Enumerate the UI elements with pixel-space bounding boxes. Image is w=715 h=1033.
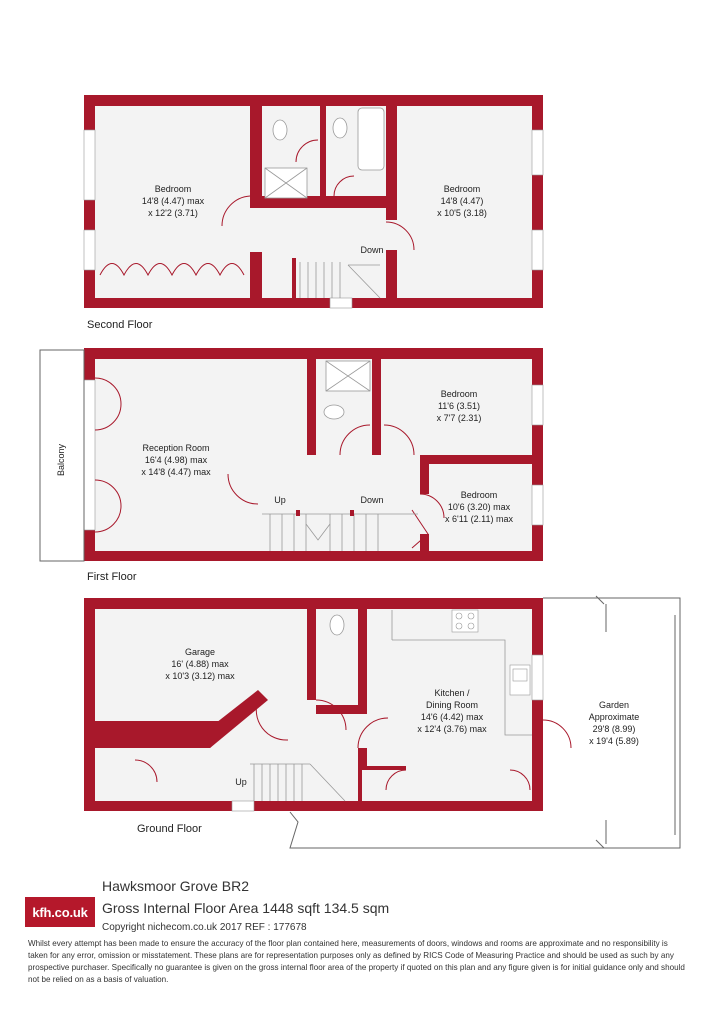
reception-room-name: Reception Room <box>142 443 209 453</box>
first-floor <box>39 348 544 562</box>
ground-stairs-up-label: Up <box>235 777 247 787</box>
floor-area: Gross Internal Floor Area 1448 sqft 134.… <box>102 900 390 916</box>
kitchen-name-2: Dining Room <box>426 700 478 710</box>
first-floor-label: First Floor <box>87 571 137 583</box>
first-bedroom-2-name: Bedroom <box>461 490 498 500</box>
ground-floor <box>84 595 681 849</box>
second-bedroom-1-dims2: x 12'2 (3.71) <box>148 208 198 218</box>
garage-dims1: 16' (4.88) max <box>171 659 229 669</box>
property-title: Hawksmoor Grove BR2 <box>102 878 250 894</box>
first-bedroom-1-dims2: x 7'7 (2.31) <box>437 413 482 423</box>
kitchen-dims2: x 12'4 (3.76) max <box>417 724 487 734</box>
ground-floor-label: Ground Floor <box>137 823 202 835</box>
second-bedroom-1-name: Bedroom <box>155 184 192 194</box>
first-stairs-down-label: Down <box>360 495 383 505</box>
kitchen-name: Kitchen / <box>434 688 470 698</box>
first-stairs-up-label: Up <box>274 495 286 505</box>
balcony-label: Balcony <box>56 443 66 476</box>
kitchen-dims1: 14'6 (4.42) max <box>421 712 484 722</box>
second-floor <box>83 95 544 309</box>
garden-dims2: x 19'4 (5.89) <box>589 736 639 746</box>
disclaimer: Whilst every attempt has been made to en… <box>28 939 685 984</box>
reception-room-dims2: x 14'8 (4.47) max <box>141 467 211 477</box>
second-bedroom-2-dims2: x 10'5 (3.18) <box>437 208 487 218</box>
second-floor-label: Second Floor <box>87 319 153 331</box>
second-bedroom-2-dims1: 14'8 (4.47) <box>441 196 484 206</box>
second-bedroom-2-name: Bedroom <box>444 184 481 194</box>
first-bedroom-2-dims2: x 6'11 (2.11) max <box>445 514 513 524</box>
garage-dims2: x 10'3 (3.12) max <box>165 671 235 681</box>
first-bedroom-1-name: Bedroom <box>441 389 478 399</box>
first-bedroom-1-dims1: 11'6 (3.51) <box>438 401 480 411</box>
garden-dims1: 29'8 (8.99) <box>593 724 636 734</box>
kfh-logo: kfh.co.uk <box>25 897 95 927</box>
garden-name: Garden <box>599 700 629 710</box>
first-bedroom-2-dims1: 10'6 (3.20) max <box>448 502 511 512</box>
floor-plan-drawing: .wall { fill: #a8182b; } .fl { fill: #f3… <box>39 95 681 849</box>
second-bedroom-1-dims1: 14'8 (4.47) max <box>142 196 205 206</box>
copyright: Copyright nichecom.co.uk 2017 REF : 1776… <box>102 922 307 933</box>
garden-sub: Approximate <box>589 712 640 722</box>
garage-name: Garage <box>185 647 215 657</box>
second-stairs-label: Down <box>360 245 383 255</box>
reception-room-dims1: 16'4 (4.98) max <box>145 455 208 465</box>
